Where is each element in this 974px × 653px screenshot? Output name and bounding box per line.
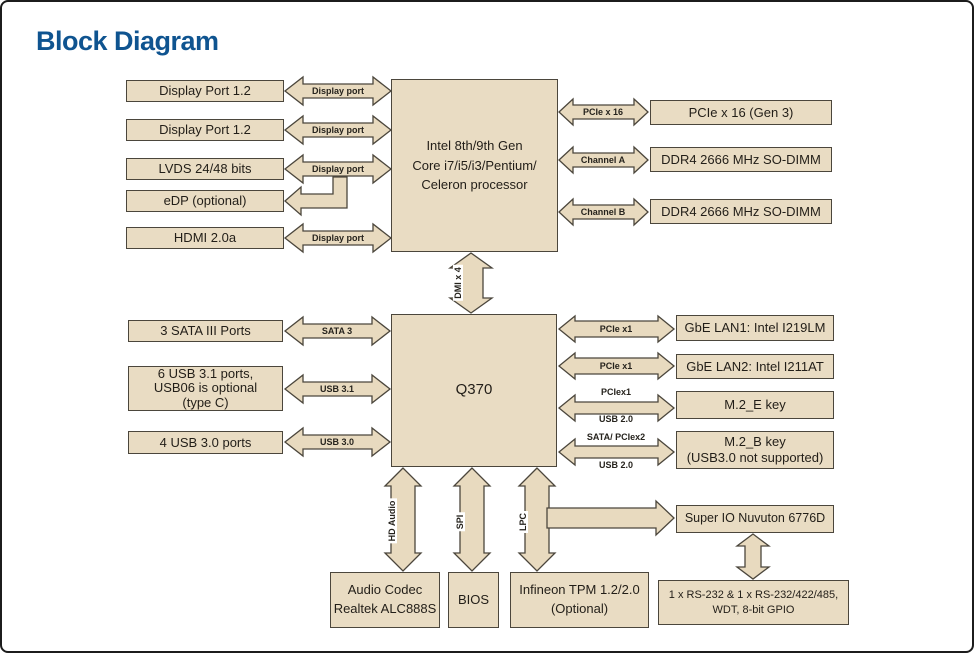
block-super-io: Super IO Nuvuton 6776D xyxy=(676,505,834,533)
arrow-lpc xyxy=(517,467,557,572)
block-ddr4-sodimm-a: DDR4 2666 MHz SO-DIMM xyxy=(650,147,832,172)
bus-label-display-port-2: Display port xyxy=(311,125,365,135)
block-label: 6 USB 3.1 ports, USB06 is optional (type… xyxy=(153,365,258,410)
bus-label-dmi: DMI x 4 xyxy=(453,265,463,301)
bus-label-display-port-4: Display port xyxy=(311,233,365,243)
bus-label-hd-audio: HD Audio xyxy=(387,498,397,544)
block-label: M.2_E key xyxy=(724,397,786,413)
block-label: PCIe x 16 (Gen 3) xyxy=(688,104,794,120)
bus-label-pcie-x16: PCIe x 16 xyxy=(582,107,624,117)
block-edp: eDP (optional) xyxy=(126,190,284,212)
block-audio-codec: Audio Codec Realtek ALC888S xyxy=(330,572,440,628)
block-label: GbE LAN2: Intel I211AT xyxy=(686,358,824,374)
block-lvds: LVDS 24/48 bits xyxy=(126,158,284,180)
bus-label-display-port-1: Display port xyxy=(311,86,365,96)
bus-label-channel-b: Channel B xyxy=(580,207,626,217)
block-label: Super IO Nuvuton 6776D xyxy=(684,511,826,526)
block-gbe-lan2: GbE LAN2: Intel I211AT xyxy=(676,354,834,379)
block-sata-ports: 3 SATA III Ports xyxy=(128,320,283,342)
block-serial-io: 1 x RS-232 & 1 x RS-232/422/485, WDT, 8-… xyxy=(658,580,849,625)
bus-label-pcie-x1-lan2: PCIe x1 xyxy=(599,361,633,371)
arrow-pcie-x1-lan2 xyxy=(557,351,676,381)
arrow-m2b xyxy=(557,437,676,467)
arrow-channel-b xyxy=(558,197,649,227)
block-label: eDP (optional) xyxy=(163,193,247,209)
block-label: M.2_B key (USB3.0 not supported) xyxy=(686,434,824,465)
block-bios: BIOS xyxy=(448,572,499,628)
block-label: Intel 8th/9th Gen Core i7/i5/i3/Pentium/… xyxy=(412,138,537,193)
block-label: LVDS 24/48 bits xyxy=(158,161,252,177)
bus-label-usb31: USB 3.1 xyxy=(319,384,355,394)
block-label: 3 SATA III Ports xyxy=(160,323,251,339)
bus-label-pcie-x1-lan1: PCIe x1 xyxy=(599,324,633,334)
arrow-usb31 xyxy=(283,373,392,405)
arrow-hd-audio xyxy=(383,467,423,572)
bus-label-usb30: USB 3.0 xyxy=(319,437,355,447)
arrow-edp-branch xyxy=(284,176,348,217)
bus-label-m2b-sata-pciex2: SATA/ PCIex2 xyxy=(586,432,646,442)
page-title: Block Diagram xyxy=(36,26,219,56)
bus-label-lpc: LPC xyxy=(518,511,528,533)
bus-label-channel-a: Channel A xyxy=(580,155,626,165)
arrow-pcie-x16 xyxy=(558,97,649,127)
arrow-pcie-x1-lan1 xyxy=(557,314,676,344)
block-label: Display Port 1.2 xyxy=(159,83,251,99)
bus-label-m2b-usb20: USB 2.0 xyxy=(598,460,634,470)
block-label: Infineon TPM 1.2/2.0 (Optional) xyxy=(519,582,640,616)
bus-label-spi: SPI xyxy=(455,512,465,532)
arrow-channel-a xyxy=(558,145,649,175)
block-label: DDR4 2666 MHz SO-DIMM xyxy=(661,151,821,167)
block-label: 4 USB 3.0 ports xyxy=(159,434,252,450)
bus-label-display-port-3: Display port xyxy=(311,164,365,174)
block-tpm: Infineon TPM 1.2/2.0 (Optional) xyxy=(510,572,649,628)
bus-label-m2e-pciex1: PCIex1 xyxy=(600,387,632,397)
block-label: GbE LAN1: Intel I219LM xyxy=(684,320,826,336)
block-label: BIOS xyxy=(457,592,490,608)
block-display-port-1: Display Port 1.2 xyxy=(126,80,284,102)
bus-label-m2e-usb20: USB 2.0 xyxy=(598,414,634,424)
block-label: DDR4 2666 MHz SO-DIMM xyxy=(661,203,821,219)
arrow-superio-serial xyxy=(735,533,771,580)
block-pcie-x16-slot: PCIe x 16 (Gen 3) xyxy=(650,100,832,125)
block-ddr4-sodimm-b: DDR4 2666 MHz SO-DIMM xyxy=(650,199,832,224)
block-m2-e-key: M.2_E key xyxy=(676,391,834,419)
arrow-spi xyxy=(452,467,492,572)
arrow-lpc-branch xyxy=(546,499,675,537)
block-pch-q370: Q370 xyxy=(391,314,557,467)
arrow-m2e xyxy=(557,393,676,423)
bus-label-sata3: SATA 3 xyxy=(321,326,353,336)
block-hdmi: HDMI 2.0a xyxy=(126,227,284,249)
block-usb30-ports: 4 USB 3.0 ports xyxy=(128,431,283,454)
block-m2-b-key: M.2_B key (USB3.0 not supported) xyxy=(676,431,834,469)
block-cpu: Intel 8th/9th Gen Core i7/i5/i3/Pentium/… xyxy=(391,79,558,252)
arrow-sata3 xyxy=(283,315,392,347)
block-label: 1 x RS-232 & 1 x RS-232/422/485, WDT, 8-… xyxy=(668,588,839,616)
block-gbe-lan1: GbE LAN1: Intel I219LM xyxy=(676,315,834,341)
arrow-usb30 xyxy=(283,426,392,458)
block-label: Display Port 1.2 xyxy=(159,122,251,138)
block-display-port-2: Display Port 1.2 xyxy=(126,119,284,141)
block-label: Q370 xyxy=(455,381,493,399)
block-usb31-ports: 6 USB 3.1 ports, USB06 is optional (type… xyxy=(128,366,283,411)
block-label: Audio Codec Realtek ALC888S xyxy=(333,582,437,616)
block-label: HDMI 2.0a xyxy=(173,230,237,246)
